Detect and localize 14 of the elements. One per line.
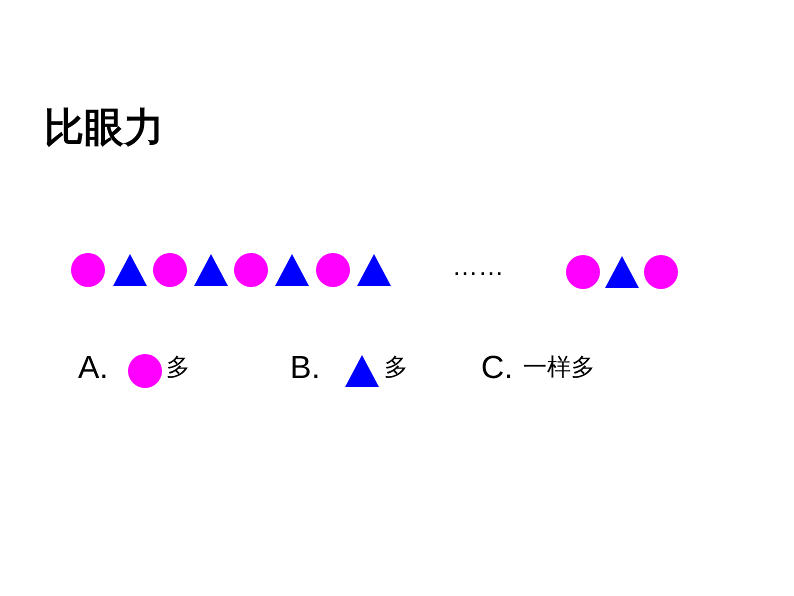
triangle-shape	[357, 254, 391, 286]
title: 比眼力	[44, 108, 164, 148]
option-text: B.	[290, 348, 320, 387]
option-text: 多	[384, 353, 408, 383]
option-text: 多	[166, 353, 190, 383]
triangle-shape	[194, 254, 228, 286]
option-text: C.	[481, 348, 513, 387]
triangle-shape	[605, 256, 639, 288]
triangle-shape	[275, 254, 309, 286]
option-text: A.	[78, 348, 108, 387]
triangle-shape	[345, 355, 379, 387]
ellipsis-text: ……	[452, 250, 504, 282]
triangle-shape	[113, 254, 147, 286]
option-text: 一样多	[523, 353, 595, 383]
